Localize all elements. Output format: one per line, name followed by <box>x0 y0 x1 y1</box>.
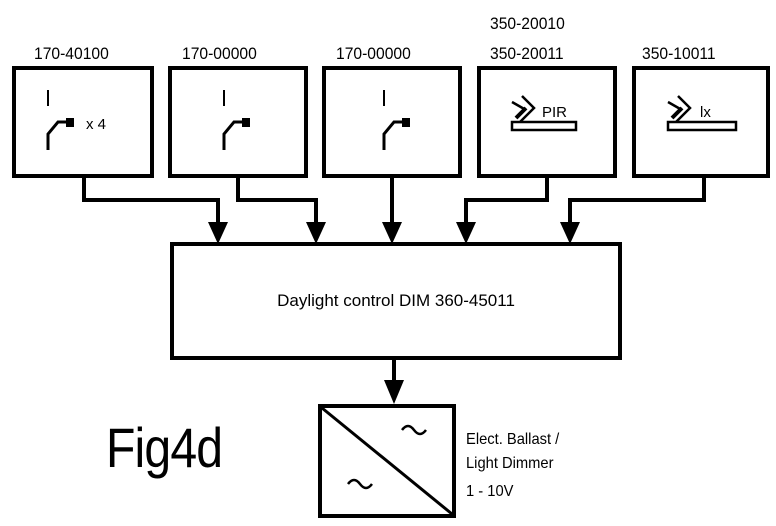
lux-symbol-label: lx <box>700 104 711 121</box>
ballast-label-line2: Light Dimmer <box>466 455 554 472</box>
connector-lines <box>82 178 706 384</box>
multiplier-label: x 4 <box>86 116 107 133</box>
part-number-350-20010: 350-20010 <box>490 14 565 33</box>
arrowheads <box>208 222 580 404</box>
pushbutton-b-box <box>322 66 462 178</box>
pushbutton-x4-icon <box>46 90 74 150</box>
pushbutton-a-icon <box>222 90 250 150</box>
controller-box <box>170 242 622 360</box>
arrow-3 <box>382 222 402 244</box>
arrow-2 <box>306 222 326 244</box>
arrow-4 <box>456 222 476 244</box>
pir-symbol-label: PIR <box>542 104 568 121</box>
pir-sensor-icon <box>510 95 578 132</box>
pushbutton-b-icon <box>382 90 410 150</box>
part-number-350-20011: 350-20011 <box>490 44 564 63</box>
figure-label: Fig4d <box>106 416 223 479</box>
pushbutton-x4-box <box>12 66 154 178</box>
arrow-5 <box>560 222 580 244</box>
part-number-170-00000-a: 170-00000 <box>182 44 257 63</box>
lux-sensor-icon <box>666 95 738 132</box>
part-number-170-40100: 170-40100 <box>34 44 109 63</box>
part-number-350-10011: 350-10011 <box>642 44 716 63</box>
arrow-1 <box>208 222 228 244</box>
arrow-output <box>384 380 404 404</box>
ballast-label-line1: Elect. Ballast / <box>466 431 560 448</box>
part-number-170-00000-b: 170-00000 <box>336 44 411 63</box>
controller-label: Daylight control DIM 360-45011 <box>277 291 515 310</box>
ballast-label-line3: 1 - 10V <box>466 483 514 500</box>
ballast-symbol-icon <box>321 406 453 516</box>
ballast-label: Elect. Ballast / Light Dimmer 1 - 10V <box>466 428 559 504</box>
